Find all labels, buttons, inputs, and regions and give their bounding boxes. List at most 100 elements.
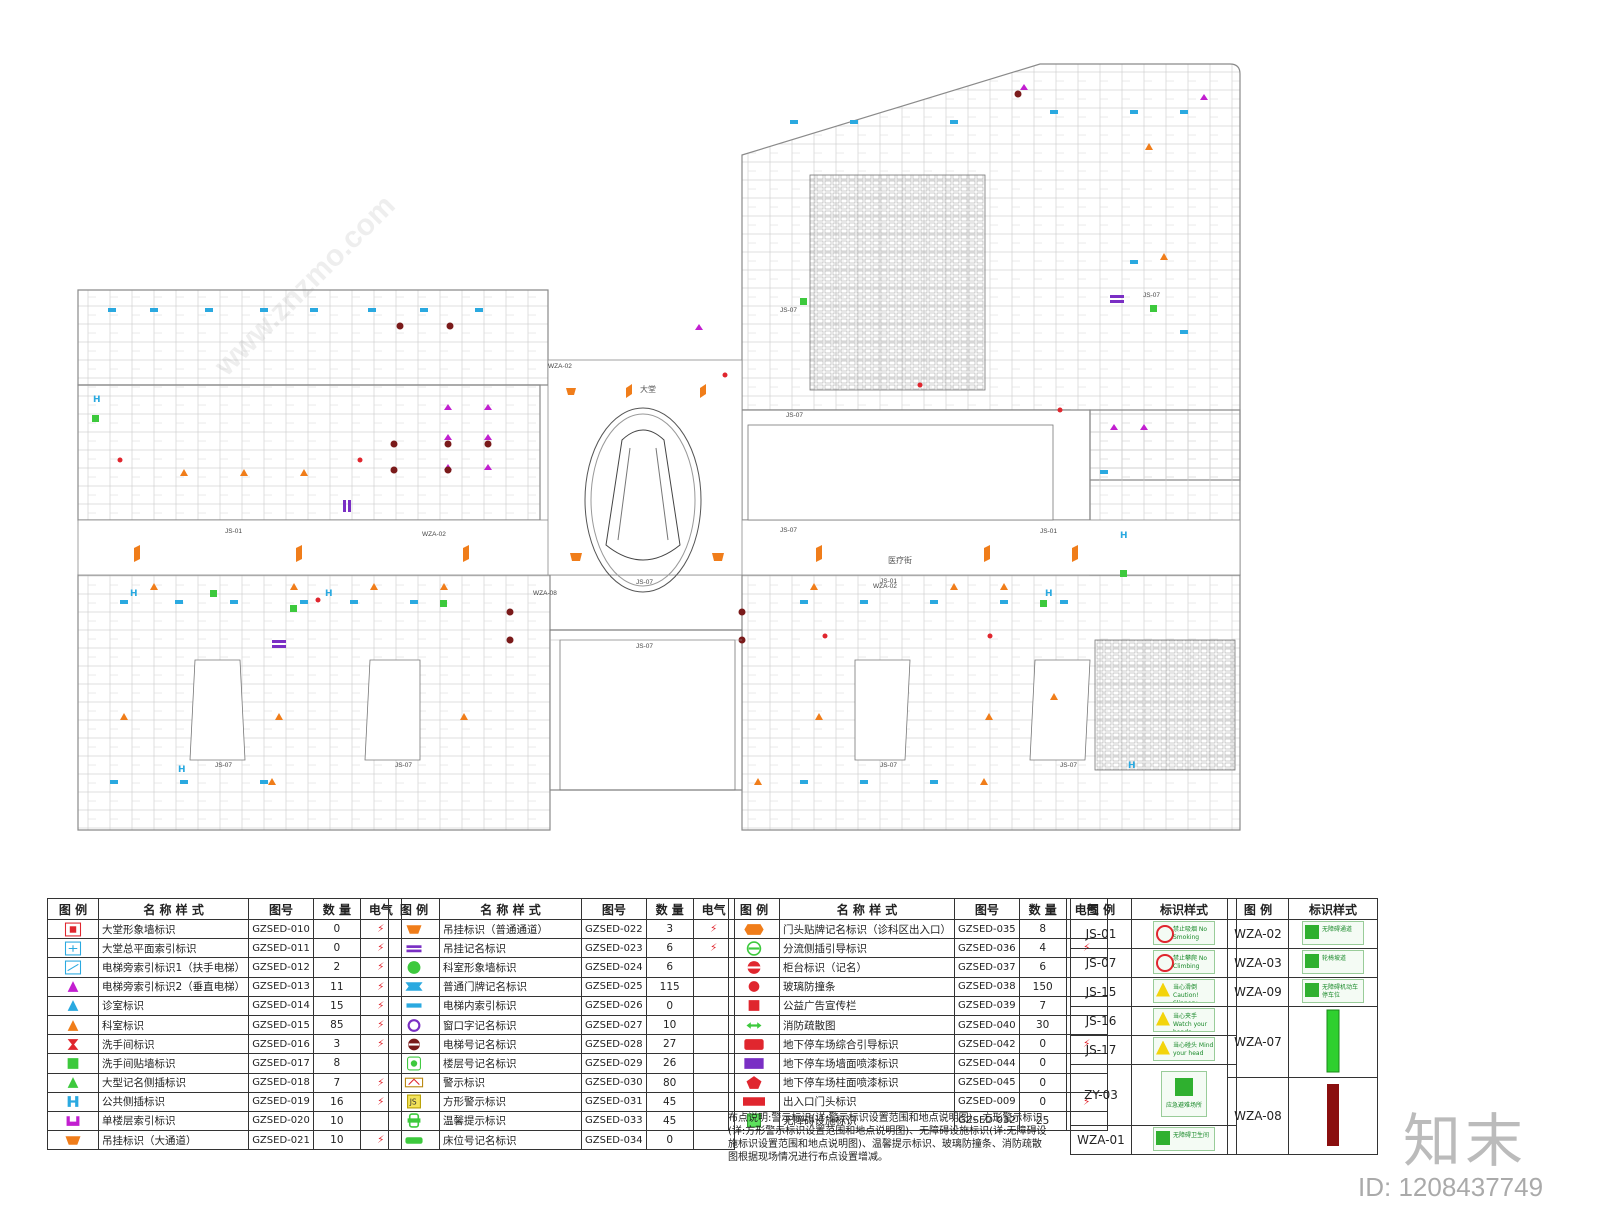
drawing-number: GZSED-030 [581,1072,647,1093]
legend-row: 公共侧插标识 GZSED-019 16 ⚡ [47,1091,402,1112]
west-wing-north-core [77,384,541,521]
sign-sample: 轮椅坡道 [1288,948,1378,978]
label-js07-9: JS-07 [780,307,797,314]
elevator-index-icon [47,957,99,978]
drawing-number: GZSED-024 [581,957,647,978]
green-bar-icon [388,1130,440,1151]
red-pentagon-icon [728,1072,780,1093]
quantity: 4 [1018,938,1067,959]
drawing-number: GZSED-009 [954,1091,1020,1112]
green-triangle-icon [47,1072,99,1093]
quantity: 0 [1018,1053,1067,1074]
red-bowtie-icon [47,1034,99,1055]
drawing-number: GZSED-039 [954,995,1020,1016]
sign-row: WZA-09 无障碍机动车停车位 [1227,977,1378,1007]
auditorium [1094,639,1236,771]
sign-code: JS-01 [1070,919,1132,949]
sign-sample: 无障碍卫生间 [1131,1125,1237,1155]
blue-h-icon [47,1091,99,1112]
orange-banner-icon [388,918,440,940]
quantity: 7 [312,1072,361,1093]
legend-row: 电梯内索引标识 GZSED-026 0 [388,995,735,1016]
sign-name: 吊挂标识（大通道） [97,1130,250,1151]
sign-name: 吊挂标识（普通通道） [439,918,582,940]
sign-name: 消防疏散图 [779,1014,955,1036]
magenta-cup-icon [47,1110,99,1132]
quantity: 7 [1018,995,1067,1016]
legend-table-1: 图 例 名 称 样 式 图号 数 量 电气 大堂形象墙标识 GZSED-010 … [47,898,402,1151]
legend-row: 柜台标识（记名） GZSED-037 6 [728,957,1108,978]
blue-ribbon-icon [388,976,440,997]
drawing-number: GZSED-010 [248,918,314,940]
col-code: 图号 [954,898,1020,920]
lobby-image-wall-icon [47,918,99,940]
legend-row: 公益广告宣传栏 GZSED-039 7 [728,995,1108,1016]
legend-table-2: 图 例 名 称 样 式 图号 数 量 电气 吊挂标识（普通通道） GZSED-0… [388,898,735,1151]
lime-square-icon [728,1110,780,1132]
drawing-number: GZSED-012 [248,957,314,978]
glass-strip-markers [117,372,1063,639]
blue-bar-icon [388,995,440,1016]
quantity: 6 [1018,957,1067,978]
quantity: 8 [1018,918,1067,940]
label-wza02-a: WZA-02 [548,363,572,370]
purple-double-bar-icon [388,938,440,959]
medical-street-label: 医疗街 [888,555,912,565]
sign-name: 玻璃防撞条 [779,976,955,997]
col-style: 标识样式 [1288,898,1378,920]
sign-row: ZY-03 应急避难场所 [1070,1064,1237,1126]
label-js07-10: JS-07 [1143,292,1160,299]
purple-ring-icon [388,1014,440,1036]
drawing-number: GZSED-044 [954,1053,1020,1074]
quantity: 115 [645,976,694,997]
drawing-number: GZSED-038 [954,976,1020,997]
east-lab [809,174,986,391]
legend-row: 玻璃防撞条 GZSED-038 150 [728,976,1108,997]
quantity: 0 [312,918,361,940]
green-circle-icon [388,957,440,978]
sign-name: 楼层号记名标识 [439,1053,582,1074]
label-js07-3: JS-07 [780,527,797,534]
quantity: 8 [312,1053,361,1074]
quantity: 80 [645,1072,694,1093]
col-elec: 电气 [692,898,735,920]
label-wza02-c: WZA-02 [873,583,897,590]
lobby-plan-index-icon [47,938,99,959]
sign-name: 大堂总平面索引标识 [97,938,250,959]
sign-code: WZA-08 [1227,1077,1289,1155]
light-wells [189,639,1091,791]
quantity: 30 [1018,1014,1067,1036]
sign-name: 床位号记名标识 [439,1130,582,1151]
col-symbol: 图 例 [728,898,780,920]
sign-sample [1288,1077,1378,1155]
drawing-number: GZSED-025 [581,976,647,997]
sign-row: JS-07 禁止攀爬 No Climbing [1070,948,1237,978]
drawing-number: GZSED-027 [581,1014,647,1036]
orange-hexagon-icon [728,918,780,940]
drawing-number: GZSED-026 [581,995,647,1016]
sign-sample: 当心夹手 Watch your hands [1131,1006,1237,1036]
placement-note: 布点说明:警示标识(详:警示标识设置范围和地点说明图)、方形警示标识(详:方形警… [728,1113,1047,1163]
legend-row: 地下停车场柱面喷漆标识 GZSED-045 0 [728,1072,1108,1093]
quantity: 0 [645,1130,694,1151]
legend-row: 大堂形象墙标识 GZSED-010 0 ⚡ [47,918,402,940]
sign-row: WZA-07 [1227,1006,1378,1078]
svg-text:H: H [178,765,186,775]
legend-row: 科室标识 GZSED-015 85 ⚡ [47,1014,402,1036]
sign-row: JS-15 当心滑倒 Caution! Slippery [1070,977,1237,1007]
sign-sample [1288,1006,1378,1078]
green-floor-icon [388,1053,440,1074]
sign-name: 诊室标识 [97,995,250,1016]
label-wza08: WZA-08 [533,590,557,597]
banner-markers [134,384,1078,562]
svg-text:H: H [1128,761,1136,771]
label-js07-7: JS-07 [880,762,897,769]
col-symbol: 图 例 [47,898,99,920]
sign-row: WZA-01 无障碍卫生间 [1070,1125,1237,1155]
sign-code: JS-15 [1070,977,1132,1007]
magenta-triangle-icon [47,976,99,997]
sign-name: 无障碍设施标识 [779,1110,955,1132]
